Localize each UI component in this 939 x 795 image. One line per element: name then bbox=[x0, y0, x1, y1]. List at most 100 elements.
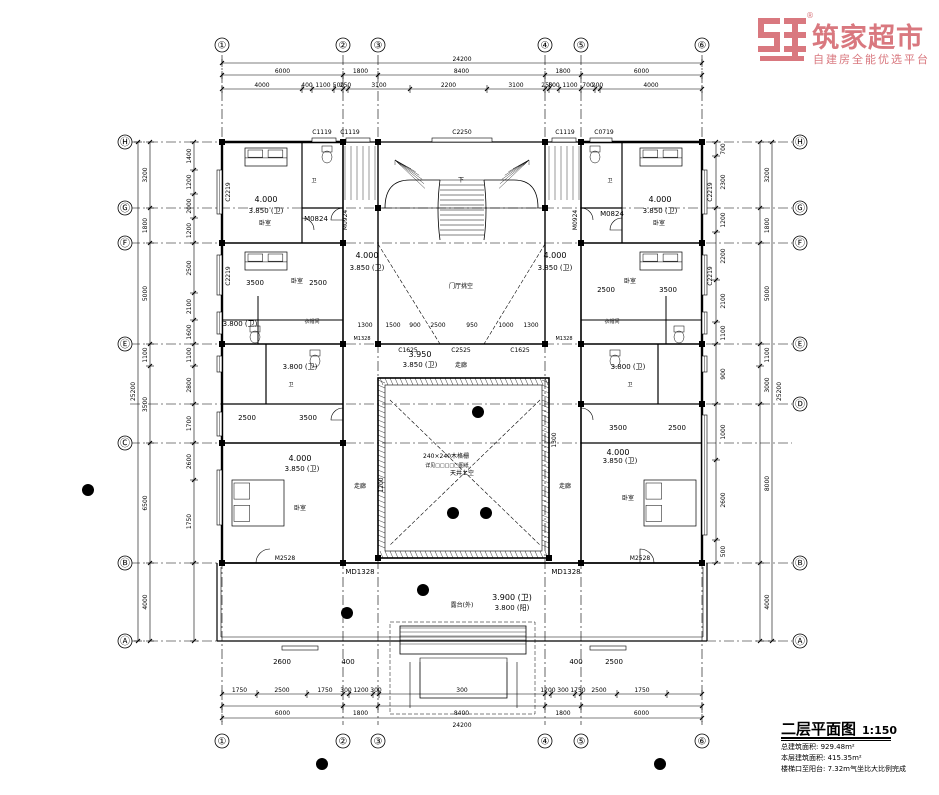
axis-bubble bbox=[694, 733, 710, 749]
rail-hatch bbox=[377, 399, 386, 404]
dim-label: 6000 bbox=[634, 710, 649, 717]
room-bedroom-ml: 卧室 bbox=[291, 277, 303, 285]
axis-label-row-left: Ⓖ bbox=[120, 203, 130, 215]
axis-label-col-bottom: ⑥ bbox=[698, 737, 707, 748]
rail-hatch bbox=[474, 550, 479, 559]
rail-hatch bbox=[509, 377, 514, 386]
elev-corridor-l-b: 3.850 (卫) bbox=[350, 264, 385, 272]
dim-label: 1200 bbox=[353, 687, 368, 694]
dim-label: 700 bbox=[720, 143, 727, 155]
axis-label-col-top: ⑤ bbox=[577, 41, 586, 52]
dimension-lines bbox=[134, 59, 776, 722]
dim-label: 1800 bbox=[764, 218, 771, 233]
column bbox=[340, 240, 346, 246]
axis-bubble bbox=[573, 733, 589, 749]
axis-label-row-right: Ⓗ bbox=[795, 137, 805, 149]
label-m2528-l: M2528 bbox=[275, 555, 296, 562]
dim-label: 300 bbox=[340, 687, 352, 694]
rail-hatch bbox=[404, 550, 409, 559]
rail-hatch bbox=[377, 524, 386, 529]
dim-label: 1800 bbox=[353, 68, 368, 75]
rail-hatch bbox=[377, 419, 386, 424]
axis-bubble bbox=[792, 200, 808, 216]
dim-label: 500 bbox=[720, 546, 727, 558]
axis-bubble bbox=[117, 336, 133, 352]
axis-bubble bbox=[792, 134, 808, 150]
note-bar2: 详见□□□□□图纸 bbox=[425, 462, 469, 469]
elev-terrace: 3.900 (卫) bbox=[492, 593, 532, 602]
dim-label: 2100 bbox=[720, 293, 727, 308]
rail-hatch bbox=[377, 499, 386, 504]
entrance-canopy bbox=[399, 625, 527, 655]
rail-hatch bbox=[377, 434, 386, 439]
brand-name: 筑家超市 bbox=[812, 23, 924, 54]
column bbox=[546, 555, 552, 561]
rail-hatch bbox=[377, 449, 386, 454]
rail-hatch bbox=[384, 377, 389, 386]
entrance-frame-top bbox=[419, 657, 508, 662]
stair-curve-left bbox=[384, 179, 441, 241]
axis-label-row-right: Ⓔ bbox=[795, 339, 805, 351]
dim-terrace-r2: 400 bbox=[569, 658, 582, 666]
label-c1119-c: C1119 bbox=[555, 129, 575, 136]
dim-label: 1100 bbox=[142, 347, 149, 362]
axis-label-col-top: ⑥ bbox=[698, 41, 707, 52]
tank bbox=[589, 145, 601, 153]
axis-label-row-right: Ⓖ bbox=[795, 203, 805, 215]
dim-mid: 1500 bbox=[385, 322, 400, 329]
elev-bath-r: 3.800 (卫) bbox=[611, 363, 646, 371]
elev-bedroom-tl: 4.000 bbox=[255, 195, 278, 204]
rail-hatch bbox=[419, 377, 424, 386]
door-m0824-right bbox=[609, 217, 623, 231]
tank bbox=[673, 325, 685, 333]
column bbox=[375, 555, 381, 561]
label-c2219-tl: C2219 bbox=[225, 182, 232, 202]
note-bar: 240×240木格栅 bbox=[423, 452, 469, 460]
rail-hatch bbox=[479, 377, 484, 386]
rail-hatch bbox=[389, 377, 394, 386]
axis-label-row-left: Ⓒ bbox=[120, 438, 130, 450]
rail-hatch bbox=[541, 379, 550, 384]
pillow bbox=[247, 253, 263, 262]
column bbox=[340, 560, 346, 566]
room-corridor-mid: 走廊 bbox=[455, 361, 467, 369]
rail-hatch bbox=[499, 377, 504, 386]
axis-label-row-left: Ⓕ bbox=[120, 238, 130, 250]
label-c0719: C0719 bbox=[594, 129, 614, 136]
rail-hatch bbox=[541, 464, 550, 469]
dim-label: 1750 bbox=[232, 687, 247, 694]
dim-label: 300 bbox=[370, 687, 382, 694]
dim-label: 6000 bbox=[275, 710, 290, 717]
label-md1328-r: MD1328 bbox=[551, 568, 580, 576]
axis-label-col-bottom: ① bbox=[218, 737, 227, 748]
axis-bubble bbox=[117, 435, 133, 451]
stair-winder bbox=[394, 159, 426, 189]
axis-bubble bbox=[537, 733, 553, 749]
rail-hatch bbox=[377, 544, 386, 549]
rail-hatch bbox=[449, 550, 454, 559]
door-m0824-left bbox=[301, 217, 315, 231]
rail-hatch bbox=[464, 550, 469, 559]
dim-label: 25200 bbox=[130, 382, 137, 401]
axis-bubble bbox=[117, 235, 133, 251]
label-c2219-tr: C2219 bbox=[707, 182, 714, 202]
rail-hatch bbox=[377, 489, 386, 494]
bed-lower-right-icon bbox=[643, 479, 697, 527]
stat-note: 楼梯口至阳台: 7.32m气坐比大比例完成 bbox=[781, 765, 906, 773]
rail-hatch bbox=[389, 550, 394, 559]
axis-bubble bbox=[117, 555, 133, 571]
axis-label-col-top: ① bbox=[218, 41, 227, 52]
rail-hatch bbox=[541, 534, 550, 539]
rail-hatch bbox=[541, 409, 550, 414]
label-m0824-l: M0824 bbox=[304, 215, 328, 223]
pillow bbox=[662, 253, 679, 262]
dim-lower-r1: 3500 bbox=[609, 424, 627, 432]
dim-label: 25200 bbox=[776, 382, 783, 401]
column bbox=[699, 341, 705, 347]
axis-label-col-bottom: ⑤ bbox=[577, 737, 586, 748]
label-c1119-b: C1119 bbox=[312, 129, 332, 136]
dim-label: 6500 bbox=[142, 495, 149, 510]
axis-label-col-top: ③ bbox=[374, 41, 383, 52]
column bbox=[578, 139, 584, 145]
rail-hatch bbox=[479, 550, 484, 559]
